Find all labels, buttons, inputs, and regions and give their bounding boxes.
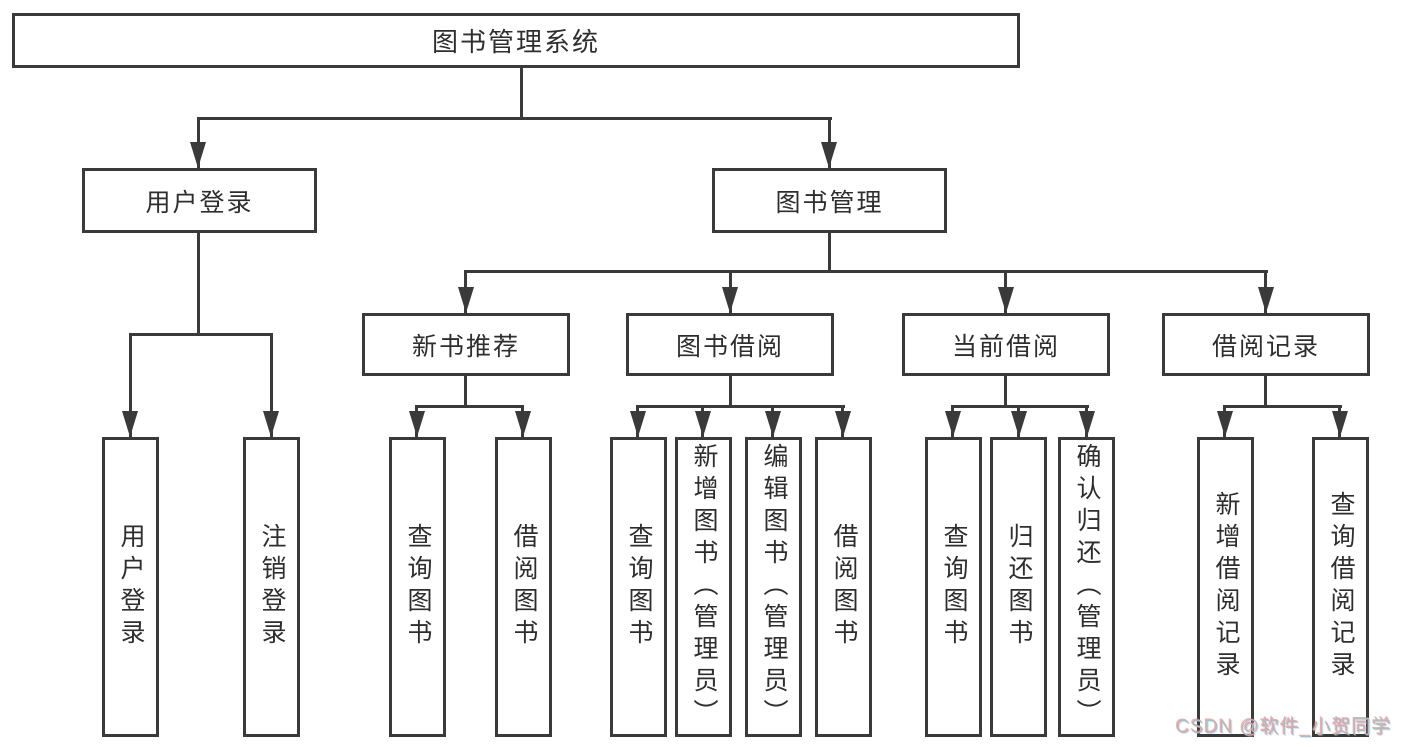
arrow-down-icon [1011,411,1027,437]
leaf-logout: 注销登录 [243,437,300,737]
node-book-management-label: 图书管理 [775,188,884,217]
arrow-down-icon [722,287,738,313]
leaf-logout-label: 注销登录 [258,523,286,651]
connector-bookmgmt-vline [828,233,831,270]
connector-bookmgmt-hline [465,270,1268,273]
node-current-borrow-label: 当前借阅 [951,332,1060,361]
arrow-down-icon [835,411,851,437]
arrow-down-icon [122,411,138,437]
leaf-add-borrow-record: 新增借阅记录 [1197,437,1254,737]
leaf-confirm-return-admin-label: 确认归还（管理员） [1073,443,1101,731]
leaf-query-borrow-record-label: 查询借阅记录 [1327,491,1355,683]
leaf-add-books-admin: 新增图书（管理员） [675,437,732,737]
connector-stem [270,333,273,437]
node-new-book-recommend: 新书推荐 [362,313,570,376]
csdn-watermark: CSDN @软件_小贺同学 [1176,717,1392,738]
arrow-down-icon [515,411,531,437]
arrow-down-icon [263,411,279,437]
arrow-down-icon [821,142,837,168]
arrow-down-icon [1079,411,1095,437]
node-book-management: 图书管理 [712,168,947,233]
leaf-add-books-admin-label: 新增图书（管理员） [690,443,718,731]
connector-group-hline [416,405,524,408]
leaf-query-books-borrow: 查询图书 [610,437,667,737]
node-book-borrow: 图书借阅 [626,313,834,376]
node-root-label: 图书管理系统 [431,27,600,57]
connector-root-vline [520,68,523,117]
connector-root-hline [197,117,832,120]
node-user-login: 用户登录 [82,168,317,233]
leaf-query-books-recommend-label: 查询图书 [404,523,432,651]
arrow-down-icon [1332,411,1348,437]
leaf-return-books: 归还图书 [990,437,1047,737]
leaf-borrow-books-recommend-label: 借阅图书 [510,523,538,651]
leaf-borrow-books: 借阅图书 [815,437,872,737]
connector-group-vline [1264,376,1267,405]
connector-userlogin-hline [129,333,273,336]
leaf-borrow-books-label: 借阅图书 [830,523,858,651]
leaf-user-login: 用户登录 [102,437,159,737]
leaf-query-books-current-label: 查询图书 [940,523,968,651]
node-borrow-records-label: 借阅记录 [1211,332,1320,361]
arrow-down-icon [1258,287,1274,313]
connector-group-hline [637,405,845,408]
leaf-add-borrow-record-label: 新增借阅记录 [1212,491,1240,683]
connector-group-hline [952,405,1089,408]
connector-group-hline [1224,405,1342,408]
node-current-borrow: 当前借阅 [902,313,1110,376]
arrow-down-icon [765,411,781,437]
leaf-query-books-recommend: 查询图书 [389,437,446,737]
leaf-query-books-current: 查询图书 [925,437,982,737]
leaf-query-borrow-record: 查询借阅记录 [1312,437,1369,737]
arrow-down-icon [630,411,646,437]
leaf-confirm-return-admin: 确认归还（管理员） [1058,437,1115,737]
arrow-down-icon [945,411,961,437]
arrow-down-icon [998,287,1014,313]
connector-stem [129,333,132,437]
node-user-login-label: 用户登录 [145,188,254,217]
node-root-system: 图书管理系统 [12,13,1020,68]
leaf-query-books-borrow-label: 查询图书 [625,523,653,651]
arrow-down-icon [695,411,711,437]
node-book-borrow-label: 图书借阅 [675,332,784,361]
leaf-user-login-label: 用户登录 [117,523,145,651]
node-new-book-recommend-label: 新书推荐 [411,332,520,361]
leaf-borrow-books-recommend: 借阅图书 [495,437,552,737]
leaf-edit-books-admin-label: 编辑图书（管理员） [760,443,788,731]
connector-group-vline [464,376,467,405]
connector-group-vline [729,376,732,405]
arrow-down-icon [409,411,425,437]
arrow-down-icon [1217,411,1233,437]
leaf-return-books-label: 归还图书 [1005,523,1033,651]
leaf-edit-books-admin: 编辑图书（管理员） [745,437,802,737]
arrow-down-icon [458,287,474,313]
connector-group-vline [1004,376,1007,405]
node-borrow-records: 借阅记录 [1162,313,1370,376]
connector-userlogin-vline [197,233,200,333]
arrow-down-icon [190,142,206,168]
